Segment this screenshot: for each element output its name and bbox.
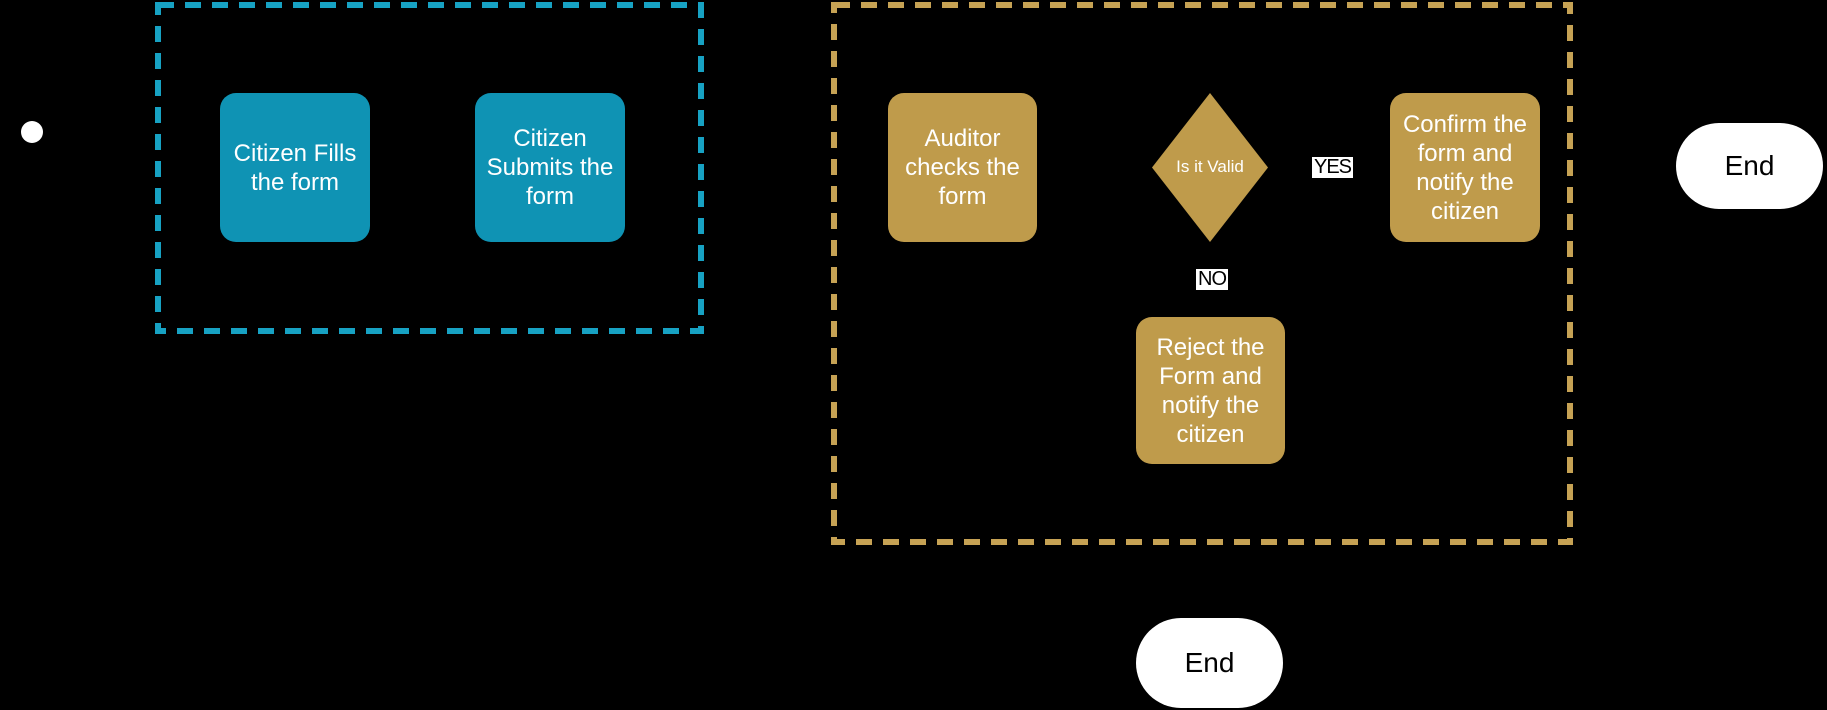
auditor-lane-boundary: [831, 2, 1573, 545]
edge-label-no: NO: [1196, 268, 1228, 290]
end-node-right: End: [1676, 123, 1823, 209]
start-node-circle: [21, 121, 43, 143]
end-node-bottom: End: [1136, 618, 1283, 708]
citizen-lane-boundary: [155, 2, 704, 334]
node-citizen-submits-form: Citizen Submits the form: [475, 93, 625, 242]
node-citizen-fills-form: Citizen Fills the form: [220, 93, 370, 242]
node-confirm-and-notify: Confirm the form and notify the citizen: [1390, 93, 1540, 242]
node-label: Citizen Submits the form: [486, 125, 614, 210]
node-label: Citizen Fills the form: [233, 139, 357, 196]
node-label: Reject the Form and notify the citizen: [1156, 333, 1265, 448]
node-label: Confirm the form and notify the citizen: [1402, 110, 1528, 225]
node-auditor-checks-form: Auditor checks the form: [888, 93, 1037, 242]
node-label: End: [1184, 647, 1235, 678]
edge-label-yes: YES: [1312, 156, 1354, 178]
node-label: Auditor checks the form: [905, 125, 1020, 210]
node-label: End: [1724, 150, 1775, 181]
node-reject-and-notify: Reject the Form and notify the citizen: [1136, 317, 1285, 464]
node-label: Is it Valid: [1176, 157, 1244, 177]
